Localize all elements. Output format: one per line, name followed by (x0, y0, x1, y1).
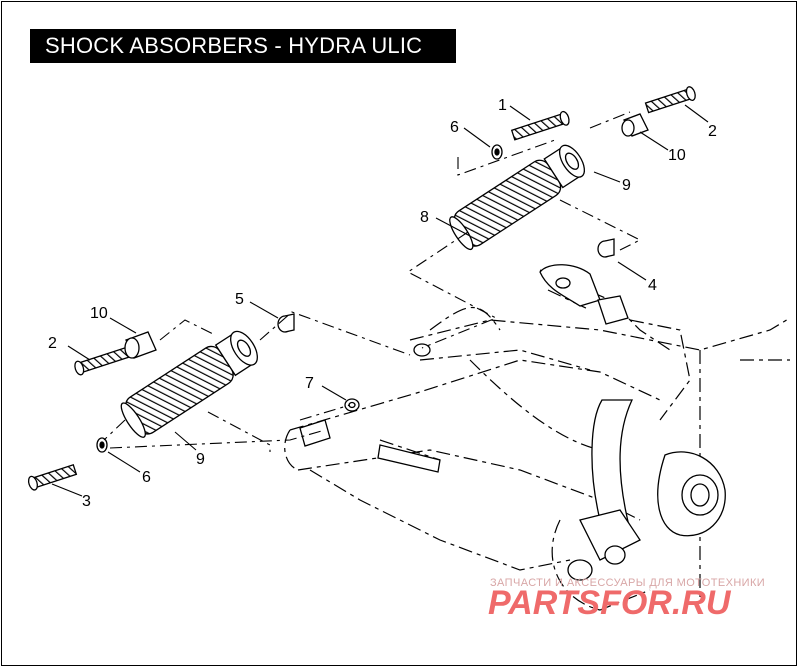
leader-lines (51, 104, 709, 497)
callout-9-left: 9 (196, 451, 205, 468)
callout-3: 3 (82, 493, 91, 510)
callout-6-left: 6 (142, 469, 151, 486)
callout-10-left: 10 (90, 305, 108, 322)
callout-8: 8 (420, 209, 429, 226)
callout-2-left: 2 (48, 335, 57, 352)
callout-7: 7 (305, 375, 314, 392)
shock-absorber-left (120, 330, 258, 438)
bolt-1 (510, 110, 570, 141)
bushing-5 (277, 313, 295, 333)
diagram-title: SHOCK ABSORBERS - HYDRA ULIC (30, 29, 456, 63)
watermark: ЗАПЧАСТИ И АКСЕССУАРЫ ДЛЯ МОТОТЕХНИКИ PA… (488, 577, 765, 622)
callout-4: 4 (648, 277, 657, 294)
bolt-2-left (74, 347, 130, 376)
callout-6-right: 6 (450, 119, 459, 136)
assembly-guide-lines (103, 111, 642, 452)
watermark-logo: PARTSFOR.RU (488, 584, 732, 622)
callout-9-right: 9 (622, 177, 631, 194)
left-shock-assembly (27, 313, 360, 491)
shock-absorber-right (449, 144, 586, 251)
nut-7 (344, 398, 360, 412)
bolt-3 (27, 464, 78, 491)
bushing-10-right (621, 113, 649, 137)
frame-swingarm-outline (284, 269, 791, 611)
bolt-2-right (644, 86, 696, 114)
frame-components (299, 264, 726, 581)
watermark-tagline: ЗАПЧАСТИ И АКСЕССУАРЫ ДЛЯ МОТОТЕХНИКИ (490, 577, 765, 589)
bushing-10-left (124, 331, 157, 359)
right-shock-assembly (449, 86, 696, 258)
callout-1: 1 (498, 97, 507, 114)
callout-2-right: 2 (708, 123, 717, 140)
callout-labels: 1 2 6 10 9 8 4 5 10 2 7 9 6 3 (48, 97, 717, 510)
bushing-4 (597, 238, 615, 258)
callout-5: 5 (235, 291, 244, 308)
callout-10-right: 10 (668, 147, 686, 164)
